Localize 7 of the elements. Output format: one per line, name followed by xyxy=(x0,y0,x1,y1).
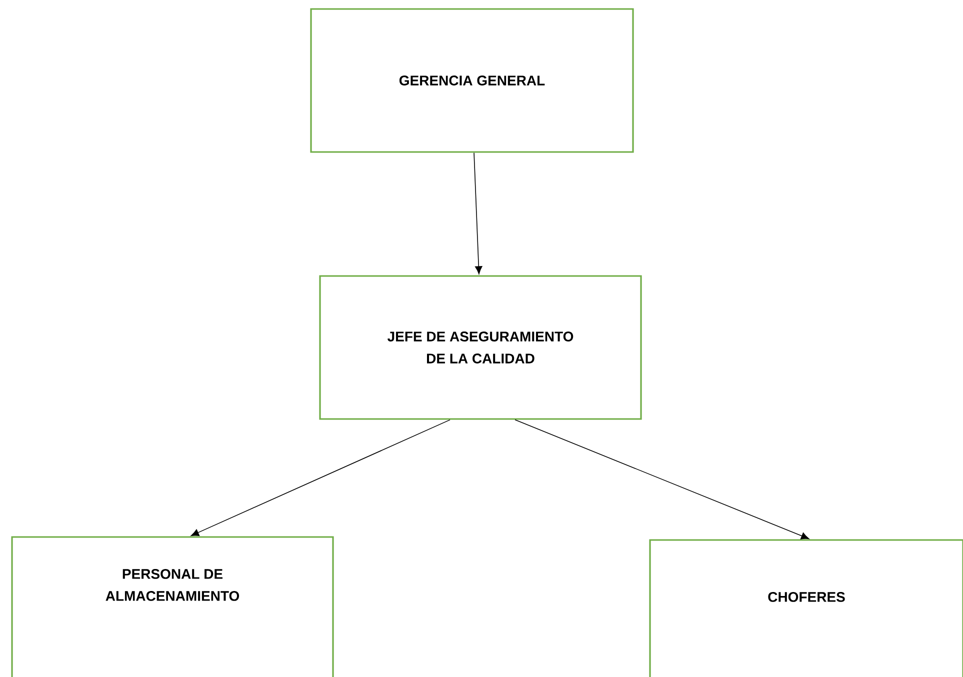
org-box: CHOFERES xyxy=(649,539,963,677)
org-box: PERSONAL DE ALMACENAMIENTO xyxy=(11,536,334,677)
org-box: GERENCIA GENERAL xyxy=(310,8,634,153)
arrow xyxy=(190,419,450,536)
arrow xyxy=(474,152,482,274)
org-box: JEFE DE ASEGURAMIENTO DE LA CALIDAD xyxy=(319,275,642,420)
arrow xyxy=(514,419,810,540)
